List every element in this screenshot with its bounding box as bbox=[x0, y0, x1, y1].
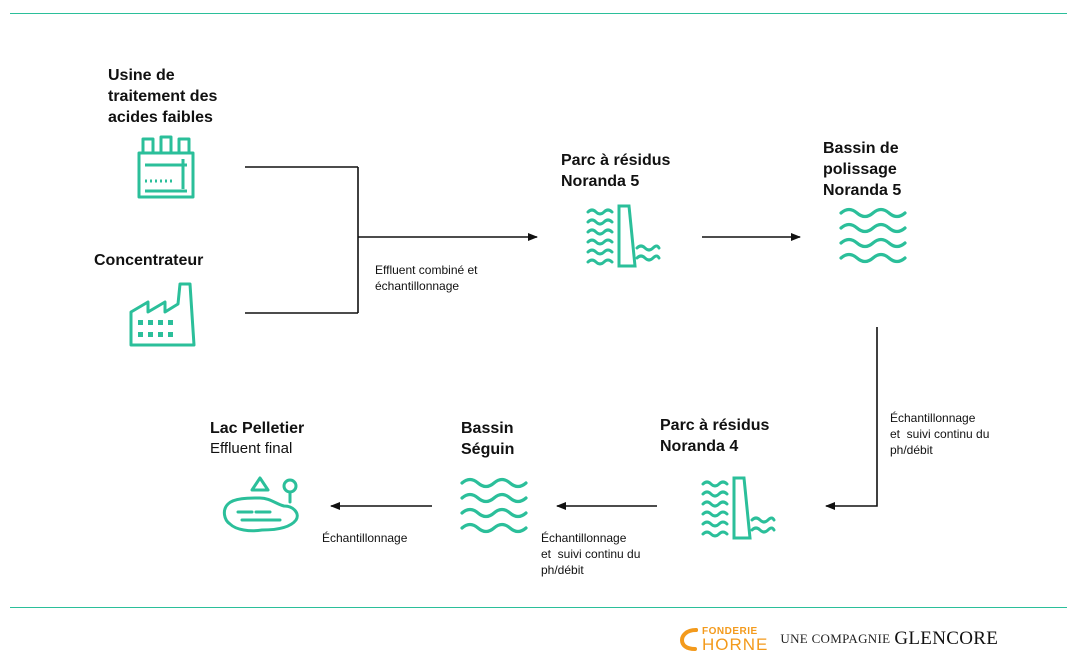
combined-effluent-label: Effluent combiné et échantillonnage bbox=[375, 263, 478, 293]
polissage-to-parc4-label: Échantillonnage et suivi continu du ph/d… bbox=[890, 411, 990, 457]
lac-subtitle: Effluent final bbox=[210, 440, 293, 457]
parc4-title: Parc à résidus Noranda 4 bbox=[660, 417, 770, 455]
bottom-divider bbox=[10, 607, 1067, 608]
seguin-to-lac-label: Échantillonnage bbox=[322, 531, 408, 545]
arrow-polissage-to-parc4 bbox=[825, 327, 878, 510]
seguin-title: Bassin Séguin bbox=[461, 420, 515, 458]
polissage-title: Bassin de polissage Noranda 5 bbox=[823, 140, 902, 199]
tagline: UNE COMPAGNIE bbox=[780, 631, 891, 646]
fonderie-horne-logo-icon bbox=[680, 628, 698, 651]
usine-title: Usine de traitement des acides faibles bbox=[108, 67, 218, 126]
factory-icon bbox=[129, 282, 196, 347]
parc5-title: Parc à résidus Noranda 5 bbox=[561, 152, 671, 190]
tailings-dam-icon bbox=[701, 476, 776, 540]
tailings-dam-icon bbox=[586, 204, 661, 268]
brand-fonderie: FONDERIE bbox=[702, 625, 758, 637]
water-waves-icon bbox=[460, 477, 528, 534]
top-divider bbox=[10, 13, 1067, 14]
footer-branding: FONDERIE HORNE UNE COMPAGNIE GLENCORE bbox=[680, 622, 998, 656]
glencore-logo: GLENCORE bbox=[894, 628, 999, 649]
parc4-to-seguin-label: Échantillonnage et suivi continu du ph/d… bbox=[541, 531, 641, 577]
brand-horne: HORNE bbox=[702, 634, 769, 654]
lake-icon bbox=[222, 476, 299, 533]
acid-treatment-plant-icon bbox=[137, 135, 195, 199]
water-waves-icon bbox=[839, 207, 907, 264]
concentrateur-title: Concentrateur bbox=[94, 252, 204, 269]
lac-title: Lac Pelletier bbox=[210, 420, 305, 437]
